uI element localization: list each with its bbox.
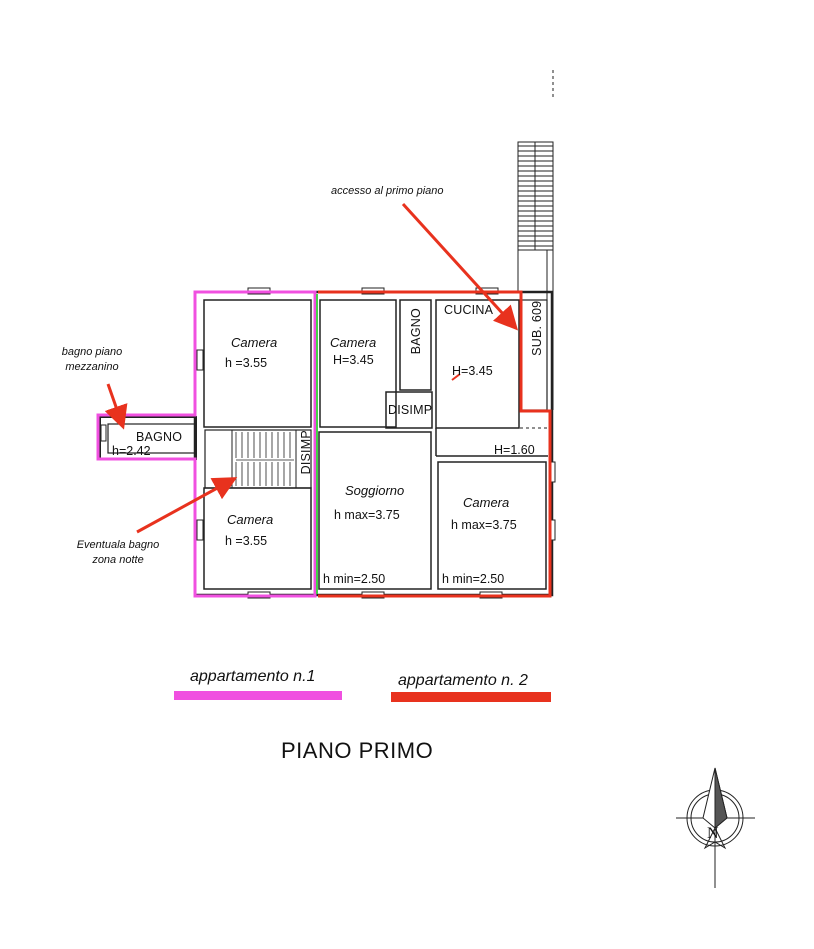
room-camera-4-height-min: h min=2.50 [442, 572, 505, 586]
annotation-arrows [104, 202, 519, 534]
room-soggiorno-height-min: h min=2.50 [323, 572, 386, 586]
room-bagno-mezz-height: h=2.42 [112, 444, 151, 458]
note-accesso: accesso al primo piano [331, 185, 444, 197]
legend-apt1-label: appartamento n.1 [190, 668, 316, 685]
plan-title: PIANO PRIMO [281, 738, 434, 763]
room-camera-3-height: h =3.55 [225, 534, 268, 548]
note-bagno-mezz-line1: bagno piano [61, 346, 123, 358]
note-bagno-mezz-line2: mezzanino [65, 361, 119, 373]
room-camera-3-name: Camera [227, 512, 274, 527]
note-eventuale-line2: zona notte [92, 554, 144, 566]
walls [99, 290, 554, 597]
exterior-staircase [517, 70, 554, 410]
apartment-2-boundary [318, 290, 552, 598]
sub-609-label: SUB. 609 [529, 300, 544, 356]
room-camera-2-height: H=3.45 [333, 353, 374, 367]
room-disimp-1-name: DISIMP [388, 403, 433, 417]
room-camera-1-height: h =3.55 [225, 356, 268, 370]
room-camera-4-name: Camera [463, 495, 510, 510]
room-soggiorno-name: Soggiorno [345, 483, 405, 498]
note-eventuale-line1: Eventuala bagno [76, 539, 160, 551]
room-camera-4-height-max: h max=3.75 [451, 518, 517, 532]
room-bagno-upper-name: BAGNO [408, 308, 423, 355]
legend-bar-apt1 [174, 691, 342, 700]
room-bagno-mezz-name: BAGNO [136, 430, 183, 444]
room-cucina-height: H=3.45 [452, 364, 493, 378]
room-soggiorno-height-max: h max=3.75 [334, 508, 400, 522]
room-disimp-2-name: DISIMP [298, 430, 313, 475]
room-camera-2-name: Camera [330, 335, 377, 350]
room-cucina-name: CUCINA [444, 303, 494, 317]
north-compass [676, 767, 755, 888]
legend-apt2-label: appartamento n. 2 [398, 672, 528, 689]
h-160-label: H=1.60 [494, 443, 535, 457]
room-camera-1-name: Camera [231, 335, 278, 350]
apartment-1-boundary [96, 290, 317, 598]
compass-north-label: N [707, 825, 719, 842]
legend-bar-apt2 [391, 692, 551, 702]
interior-staircase [235, 432, 294, 486]
